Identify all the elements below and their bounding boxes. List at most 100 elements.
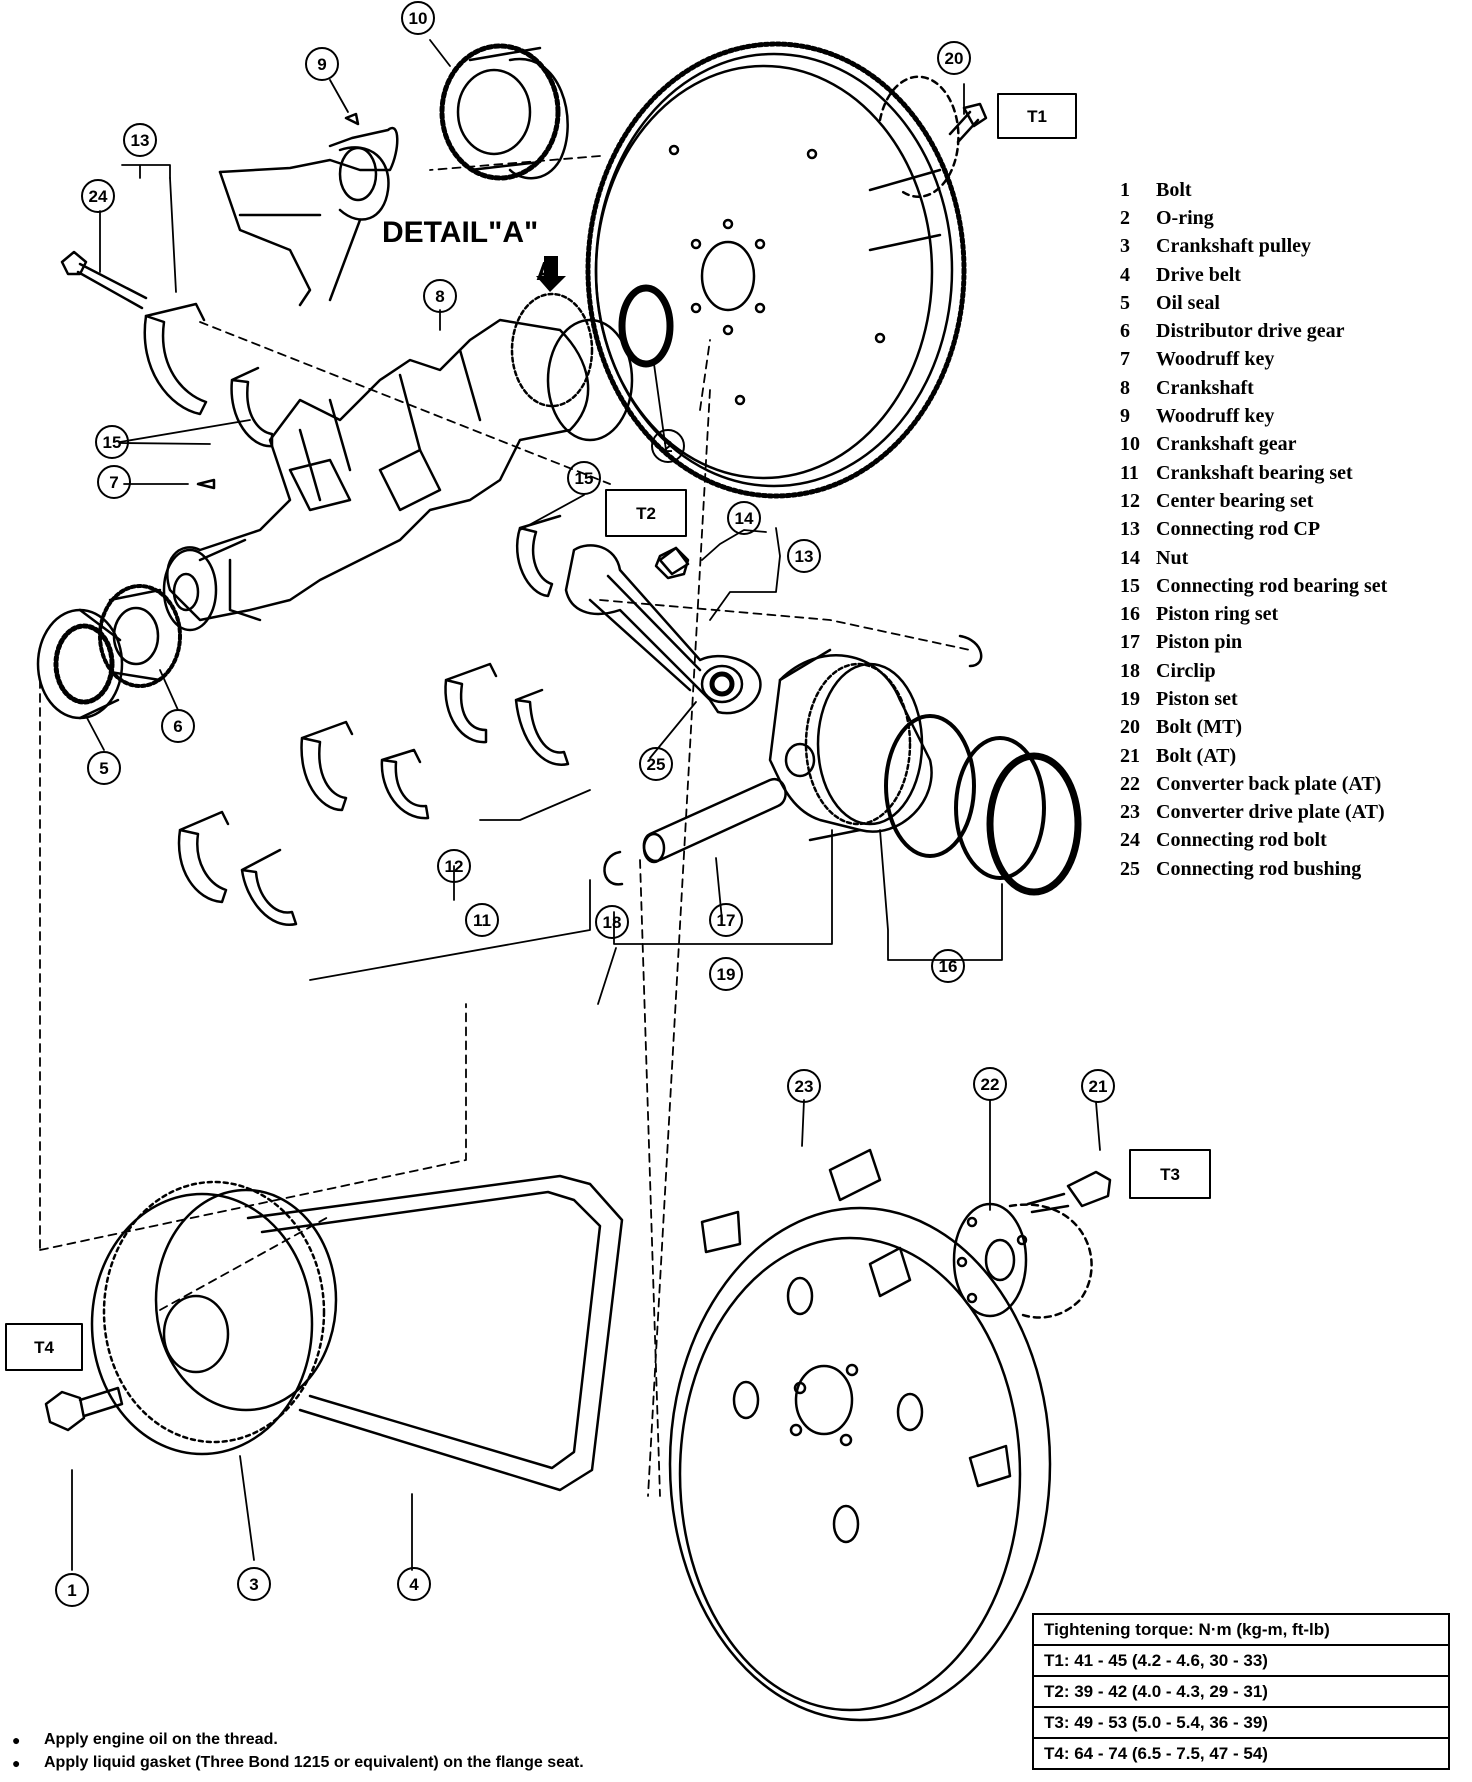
svg-text:16: 16 <box>939 957 958 976</box>
nut <box>654 546 690 580</box>
oil-seal <box>36 608 124 720</box>
torque-box-t2: T2 <box>605 489 687 537</box>
legend-label: Woodruff key <box>1156 405 1275 428</box>
detail-a-crank-nose <box>218 126 399 307</box>
svg-text:4: 4 <box>409 1575 419 1594</box>
circlip-right <box>958 634 983 668</box>
bolt-at <box>1026 1170 1112 1214</box>
distributor-drive-gear <box>98 584 182 688</box>
legend-number: 24 <box>1120 829 1140 852</box>
legend-label: Connecting rod bushing <box>1156 857 1362 880</box>
callout-15b: 15 <box>567 461 601 495</box>
bearing-shells <box>143 302 570 927</box>
torque-box-t1: T1 <box>997 93 1077 139</box>
legend-label: Converter back plate (AT) <box>1156 772 1382 795</box>
svg-text:18: 18 <box>603 913 622 932</box>
connecting-rod <box>564 544 762 715</box>
callout-8: 8 <box>423 279 457 313</box>
legend-number: 23 <box>1120 801 1140 824</box>
legend-item: 15 Connecting rod bearing set <box>1120 572 1460 600</box>
callout-11: 11 <box>465 903 499 937</box>
callout-circles: 1 2 3 4 5 6 7 8 9 10 11 12 13 13 14 15 1… <box>55 1 1115 1607</box>
callout-13a: 13 <box>123 123 157 157</box>
legend-label: Bolt (MT) <box>1156 716 1243 739</box>
legend-label: Woodruff key <box>1156 348 1275 371</box>
legend-label: Drive belt <box>1156 263 1241 286</box>
legend-label: Bolt <box>1156 178 1192 201</box>
detail-marker: A <box>536 256 555 286</box>
legend-number: 25 <box>1120 857 1140 880</box>
legend-label: Distributor drive gear <box>1156 320 1345 343</box>
crankshaft <box>162 292 634 632</box>
callout-4: 4 <box>397 1567 431 1601</box>
svg-text:11: 11 <box>473 911 491 930</box>
legend-item: 16 Piston ring set <box>1120 600 1460 628</box>
callout-14: 14 <box>727 501 761 535</box>
svg-text:T1: T1 <box>1027 107 1047 126</box>
footnote-text: Apply engine oil on the thread. <box>44 1730 278 1748</box>
svg-text:24: 24 <box>89 187 108 206</box>
svg-text:19: 19 <box>717 965 736 984</box>
alignment-lines <box>39 155 971 1497</box>
torque-row-t1: T1: 41 - 45 (4.2 - 4.6, 30 - 33) <box>1032 1644 1450 1677</box>
torque-row-t2: T2: 39 - 42 (4.0 - 4.3, 29 - 31) <box>1032 1675 1450 1708</box>
legend-number: 16 <box>1120 603 1140 626</box>
torque-table: Tightening torque: N·m (kg-m, ft-lb) T1:… <box>1032 1613 1450 1770</box>
torque-row-t4: T4: 64 - 74 (6.5 - 7.5, 47 - 54) <box>1032 1737 1450 1770</box>
bolt-mt <box>948 102 988 144</box>
callout-7: 7 <box>97 465 131 499</box>
o-ring <box>618 284 674 368</box>
legend-number: 11 <box>1120 461 1139 484</box>
callout-9: 9 <box>305 47 339 81</box>
leader-lines <box>71 39 1101 1571</box>
svg-text:T3: T3 <box>1160 1165 1180 1184</box>
svg-text:2: 2 <box>663 437 672 456</box>
legend-number: 6 <box>1120 320 1130 343</box>
callout-17: 17 <box>709 903 743 937</box>
legend-number: 2 <box>1120 206 1130 229</box>
flywheel <box>585 41 967 499</box>
piston-rings <box>884 714 1082 896</box>
svg-text:14: 14 <box>735 509 754 528</box>
callout-1: 1 <box>55 1573 89 1607</box>
svg-text:6: 6 <box>173 717 182 736</box>
svg-text:7: 7 <box>109 473 118 492</box>
svg-text:15: 15 <box>103 433 122 452</box>
footnote-liquid-gasket: ● Apply liquid gasket (Three Bond 1215 o… <box>12 1751 584 1774</box>
bullet-icon: ● <box>12 1754 21 1771</box>
svg-text:22: 22 <box>981 1075 1000 1094</box>
legend-label: Piston ring set <box>1156 603 1279 626</box>
detail-a-arrow <box>536 256 566 292</box>
callout-25: 25 <box>639 747 673 781</box>
callout-19: 19 <box>709 957 743 991</box>
callout-15a: 15 <box>95 425 129 459</box>
legend-number: 22 <box>1120 772 1140 795</box>
legend-label: Connecting rod CP <box>1156 518 1321 541</box>
legend-label: Connecting rod bearing set <box>1156 574 1388 597</box>
torque-table-header: Tightening torque: N·m (kg-m, ft-lb) <box>1032 1613 1450 1646</box>
callout-6: 6 <box>161 709 195 743</box>
legend-number: 8 <box>1120 376 1130 399</box>
svg-text:9: 9 <box>317 55 326 74</box>
footnote-text: Apply liquid gasket (Three Bond 1215 or … <box>44 1753 584 1771</box>
legend-label: Crankshaft pulley <box>1156 235 1312 258</box>
circlip-left <box>603 850 624 886</box>
legend-number: 15 <box>1120 574 1140 597</box>
connecting-rod-bolt <box>60 250 148 310</box>
legend-number: 14 <box>1120 546 1140 569</box>
legend-label: Piston set <box>1156 687 1238 710</box>
detail-label: DETAIL"A" <box>382 216 538 249</box>
converter-drive-plate <box>668 1148 1052 1722</box>
callout-13b: 13 <box>787 539 821 573</box>
callout-21: 21 <box>1081 1069 1115 1103</box>
